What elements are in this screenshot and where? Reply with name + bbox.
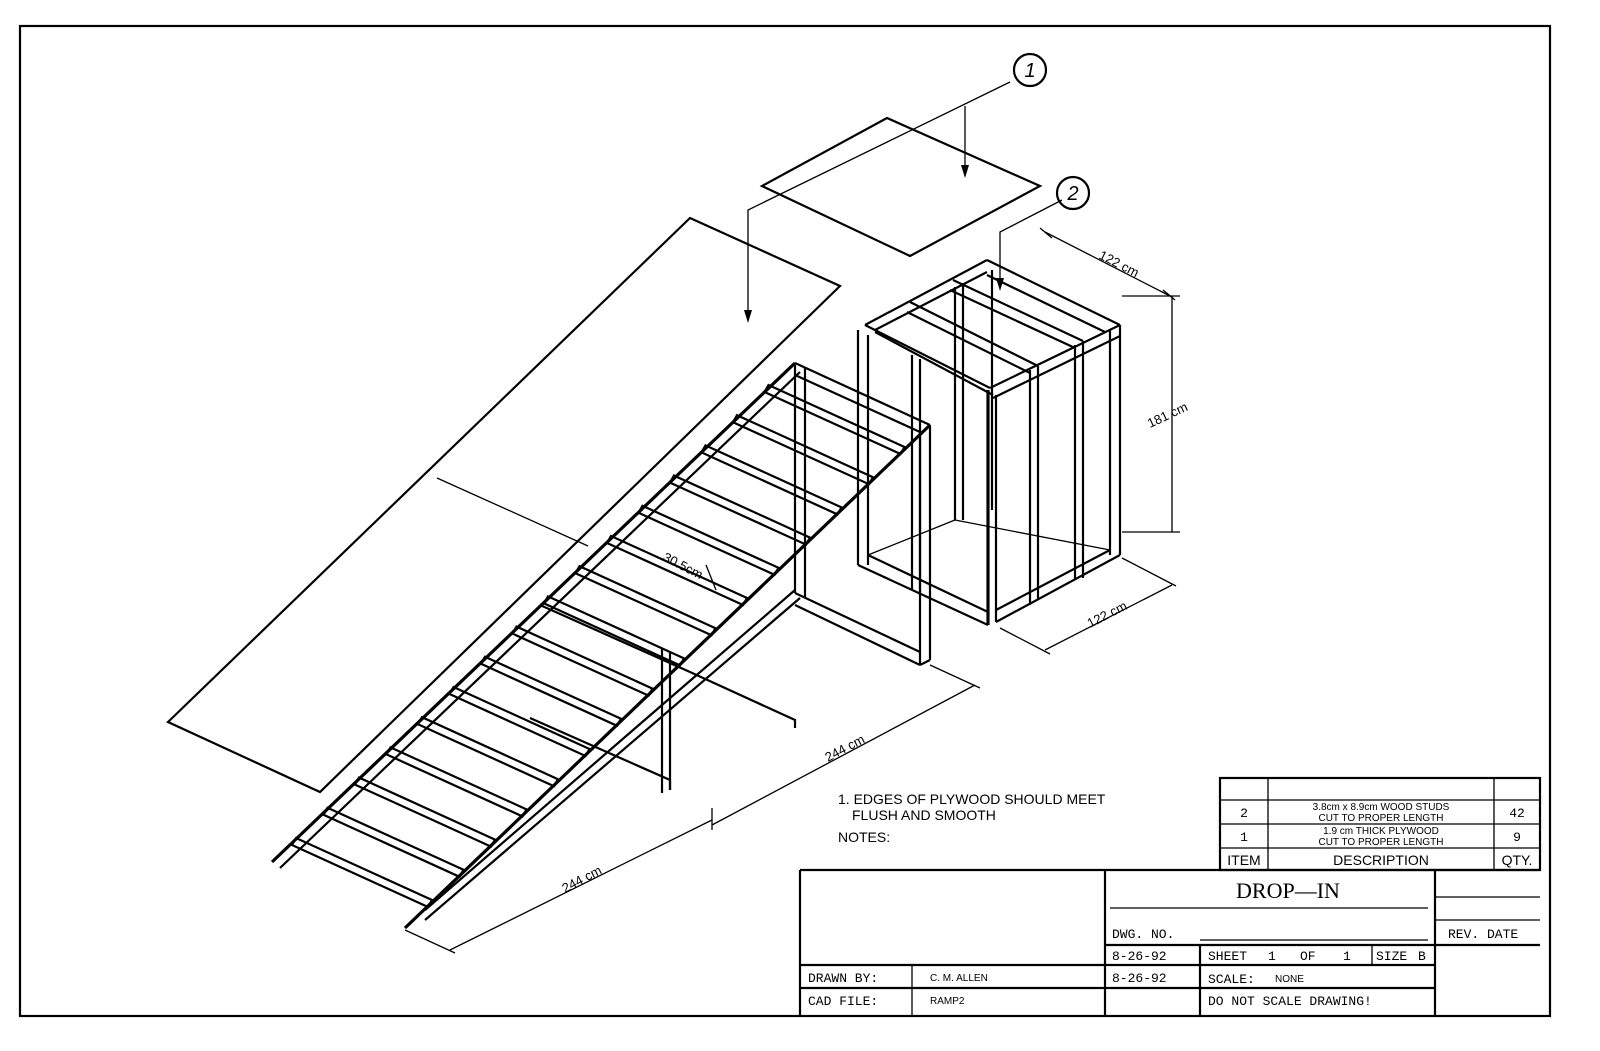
- tread: [321, 806, 466, 879]
- dim-bottom-width: 122 cm: [1085, 598, 1130, 631]
- balloon-1: 1: [1012, 52, 1048, 88]
- date-1: 8-26-92: [1112, 949, 1167, 964]
- dwg-no-label: DWG. NO.: [1112, 927, 1174, 942]
- scale-label: SCALE:: [1208, 972, 1255, 987]
- note-line-1: 1. EDGES OF PLYWOOD SHOULD MEET: [838, 791, 1106, 807]
- ramp-treads: [290, 383, 907, 909]
- notes-heading: NOTES:: [838, 829, 890, 845]
- bom-row-1-qty: 42: [1509, 806, 1525, 821]
- tread: [384, 745, 529, 818]
- bom-header-qty: QTY.: [1502, 852, 1533, 868]
- dim-top-depth: 122 cm: [1097, 247, 1142, 280]
- tread: [762, 383, 907, 456]
- of-label: OF: [1300, 949, 1316, 964]
- tread: [447, 685, 592, 758]
- do-not-scale-note: DO NOT SCALE DRAWING!: [1208, 994, 1372, 1009]
- tread: [542, 594, 686, 667]
- cad-file-value: RAMP2: [930, 996, 965, 1007]
- tread: [479, 655, 623, 728]
- tread: [699, 443, 844, 516]
- balloon-2: 2: [1055, 175, 1091, 211]
- scale-value: NONE: [1275, 974, 1304, 985]
- tread: [668, 474, 812, 547]
- dimension-lines: [404, 227, 1180, 954]
- tread: [731, 413, 875, 486]
- bom-row-1-desc-2: CUT TO PROPER LENGTH: [1318, 813, 1443, 824]
- bom-row-2-item: 1: [1240, 830, 1248, 845]
- leader-lines: [744, 81, 1063, 323]
- rev-date-label: REV. DATE: [1448, 927, 1518, 942]
- box-frame: [856, 259, 1122, 626]
- drawn-by-label: DRAWN BY:: [808, 971, 878, 986]
- sheet-number: 1: [1268, 949, 1276, 964]
- tread: [290, 836, 434, 909]
- bom-row-2-qty: 9: [1513, 830, 1521, 845]
- balloon-2-label: 2: [1066, 183, 1078, 205]
- ramp-plywood-sheet: [166, 216, 842, 794]
- cad-file-label: CAD FILE:: [808, 994, 878, 1009]
- bom-row-1-desc-1: 3.8cm x 8.9cm WOOD STUDS: [1313, 802, 1450, 813]
- date-2: 8-26-92: [1112, 971, 1167, 986]
- ramp-frame: [270, 361, 932, 930]
- drawn-by-value: C. M. ALLEN: [930, 973, 988, 984]
- dim-run-upper: 244 cm: [822, 731, 867, 764]
- bom-row-2-desc-1: 1.9 cm THICK PLYWOOD: [1323, 826, 1439, 837]
- tread: [573, 564, 718, 637]
- bom-row-2-desc-2: CUT TO PROPER LENGTH: [1318, 837, 1443, 848]
- sheet-border: [18, 24, 1552, 1018]
- tread: [605, 534, 749, 607]
- dim-run-lower: 244 cm: [559, 862, 604, 895]
- sheet-total: 1: [1343, 949, 1351, 964]
- balloon-1-label: 1: [1024, 60, 1035, 82]
- sheet-label: SHEET: [1208, 949, 1247, 964]
- top-plywood-sheet: [759, 116, 1043, 258]
- size-label: SIZE: [1376, 949, 1407, 964]
- size-value: B: [1418, 949, 1426, 964]
- bom-header-description: DESCRIPTION: [1333, 852, 1429, 868]
- tread: [510, 625, 655, 698]
- title-block: [798, 868, 1540, 1016]
- bom-header-item: ITEM: [1227, 852, 1260, 868]
- drawing-title: DROP—IN: [1236, 878, 1340, 903]
- dim-height: 181 cm: [1145, 399, 1190, 431]
- note-line-2: FLUSH AND SMOOTH: [852, 807, 996, 823]
- tread: [416, 715, 560, 788]
- bom-row-1-item: 2: [1240, 806, 1248, 821]
- tread: [636, 504, 781, 577]
- tread: [353, 776, 497, 849]
